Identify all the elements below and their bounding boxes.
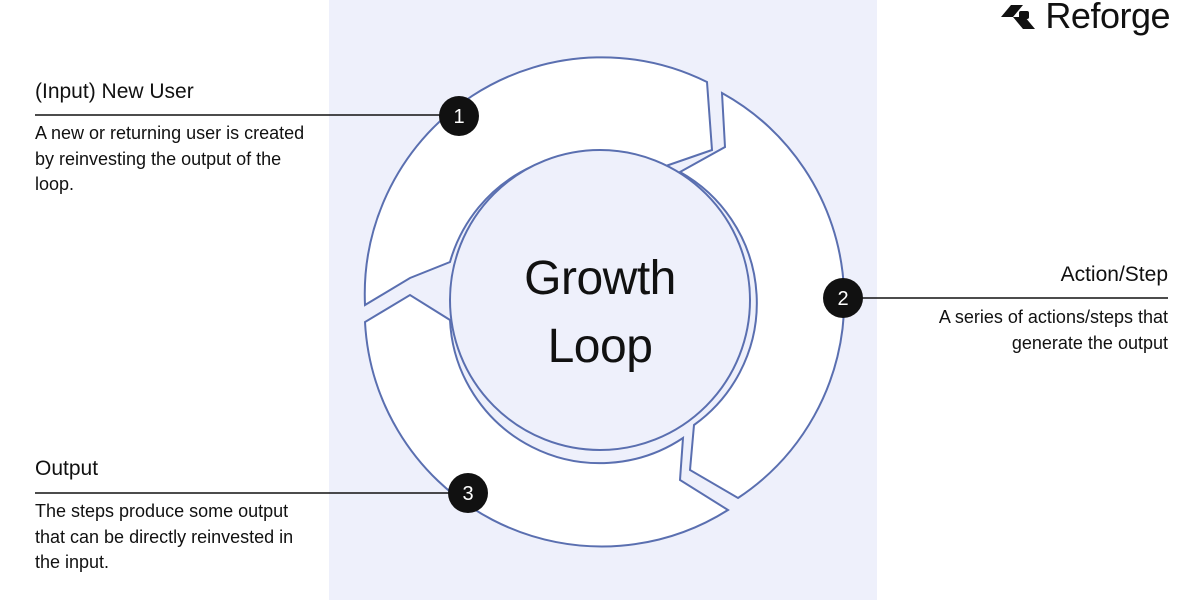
step-badge-1: 1: [439, 96, 479, 136]
growth-loop-title-line2: Loop: [547, 320, 653, 373]
step-badge-3-number: 3: [462, 483, 473, 505]
reforge-logo-icon: [1001, 5, 1036, 29]
loop-inner-circle: [449, 149, 751, 451]
step-1-description: A new or returning user is created by re…: [35, 123, 305, 194]
loop-segment-action: [677, 91, 846, 500]
step-2-description: A series of actions/steps that generate …: [938, 307, 1168, 353]
step-badge-1-number: 1: [453, 106, 464, 128]
step-badge-2-number: 2: [837, 288, 848, 310]
step-3-description: The steps produce some output that can b…: [35, 501, 294, 572]
step-badge-3: 3: [448, 473, 488, 513]
step-2-title: Action/Step: [1060, 263, 1168, 286]
reforge-logo-text: Reforge: [1045, 0, 1170, 36]
growth-loop-title-line1: Growth: [524, 252, 676, 305]
reforge-logo: Reforge: [999, 0, 1170, 38]
step-3-title: Output: [35, 457, 99, 480]
step-1-title: (Input) New User: [35, 80, 194, 103]
growth-loop-title: Growth Loop: [450, 245, 750, 381]
step-badge-2: 2: [823, 278, 863, 318]
